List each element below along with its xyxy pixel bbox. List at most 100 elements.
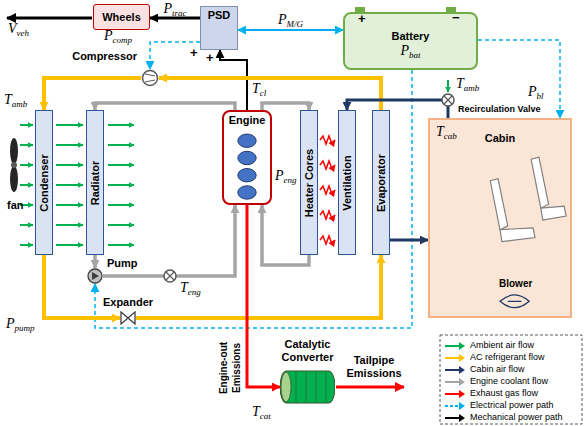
legend-row: Engine coolant flow — [444, 376, 548, 387]
flow-connector — [44, 78, 141, 110]
flow-connector — [247, 205, 280, 387]
ventilation-box: Ventilation — [338, 110, 356, 255]
pump-body — [88, 269, 102, 283]
cylinder — [238, 169, 256, 182]
ambient-air-arrow — [108, 224, 134, 226]
flow-connector — [95, 70, 412, 328]
temperature-symbol: Tcl — [252, 81, 266, 96]
terminal-sign: + — [206, 51, 214, 64]
ambient-air-arrow — [56, 204, 83, 206]
ambient-air-arrow — [108, 144, 134, 146]
node-label: Battery — [392, 30, 430, 43]
swatch-head — [459, 354, 465, 362]
flow-label: Engine-out Emissions — [217, 337, 243, 399]
edge-label: Ptrac — [162, 1, 187, 16]
radiator-box: Radiator — [86, 110, 104, 255]
ambient-air-arrow — [108, 184, 134, 186]
power-symbol: Pbl — [528, 84, 544, 99]
temperature-symbol: Tcab — [436, 124, 457, 139]
temperature-symbol: Tamb — [4, 92, 27, 107]
velocity-arrow — [7, 17, 92, 20]
expander-valve-shape — [120, 311, 136, 325]
velocity-symbol: Vveh — [8, 21, 29, 36]
component-label: Recirculation Valve — [458, 103, 541, 116]
edge-label: PM/G — [277, 12, 304, 27]
fan-hub — [11, 162, 17, 168]
valve-cross — [444, 96, 452, 104]
ambient-air-arrow — [56, 144, 83, 146]
power-symbol: Ppump — [6, 316, 35, 331]
swatch-head — [459, 378, 465, 386]
legend-row: Exhaust gas flow — [444, 388, 538, 399]
node-label: Compressor — [67, 50, 137, 63]
legend-text: AC refrigerant flow — [470, 352, 545, 363]
node-label: Engine — [229, 114, 266, 127]
ambient-air-arrow — [20, 164, 33, 166]
flow-connector — [347, 100, 448, 118]
swatch-head — [459, 366, 465, 374]
legend-text: Cabin air flow — [470, 364, 525, 375]
flow-connector — [262, 103, 309, 110]
legend-text: Exhaust gas flow — [470, 388, 538, 399]
heat-transfer-arrow — [320, 236, 335, 244]
converter-end — [281, 372, 291, 402]
recirculation-valve — [442, 94, 454, 106]
power-symbol: Pcomp — [104, 28, 132, 43]
ambient-air-arrow — [56, 244, 83, 246]
pump-symbol: Pump — [87, 268, 103, 284]
node-label: Ventilation — [341, 155, 354, 211]
fan-blade — [10, 138, 18, 164]
swatch-line — [445, 369, 460, 371]
ambient-air-arrow — [108, 244, 134, 246]
legend-text: Engine coolant flow — [470, 376, 548, 387]
node-label: Cabin — [485, 132, 516, 145]
power-symbol: Peng — [275, 168, 297, 183]
terminal-sign: + — [190, 46, 198, 59]
ambient-air-arrow — [20, 224, 33, 226]
terminal-sign: + — [358, 12, 366, 25]
swatch-line — [445, 381, 460, 383]
heat-transfer-arrow — [320, 186, 335, 194]
converter-ribs — [296, 372, 326, 402]
legend-swatch — [444, 341, 466, 351]
mixing-valve — [164, 270, 176, 282]
temperature-symbol: Tcat — [252, 404, 271, 419]
valve-body — [164, 270, 176, 282]
ambient-air-arrow — [108, 204, 134, 206]
legend-row: Mechanical power path — [444, 412, 563, 423]
temperature-symbol: Teng — [180, 280, 201, 295]
swatch-head — [459, 414, 465, 422]
ambient-air-arrow — [56, 124, 83, 126]
converter-body — [280, 371, 335, 403]
cylinder — [238, 186, 256, 199]
flow-connector — [150, 42, 200, 69]
ambient-air-arrow — [56, 164, 83, 166]
legend-row: Electrical power path — [444, 400, 554, 411]
legend-swatch — [444, 413, 466, 423]
ambient-air-arrow — [20, 144, 33, 146]
cylinder — [238, 151, 256, 164]
swatch-line — [445, 393, 460, 395]
ambient-air-arrow — [56, 184, 83, 186]
node-label: Pump — [107, 257, 138, 270]
node-label: Expander — [100, 296, 156, 309]
swatch-line — [445, 417, 460, 419]
valve-body — [442, 94, 454, 106]
heat-transfer-arrow — [320, 211, 335, 219]
ambient-air-arrow — [447, 80, 449, 92]
flow-connector — [136, 255, 381, 318]
node-label: Pbat — [400, 43, 420, 58]
legend-text: Ambient air flow — [470, 340, 534, 351]
ambient-air-arrow — [108, 164, 134, 166]
cylinder — [238, 134, 256, 147]
fan-blade — [10, 166, 18, 192]
condenser-box: Condenser — [35, 110, 53, 255]
valve-cross — [166, 272, 174, 280]
pump-mark — [92, 272, 99, 280]
ambient-air-arrow — [20, 124, 33, 126]
node-label: Catalytic Converter — [272, 338, 343, 364]
node-label: Condenser — [38, 154, 51, 211]
swatch-line — [445, 357, 460, 359]
